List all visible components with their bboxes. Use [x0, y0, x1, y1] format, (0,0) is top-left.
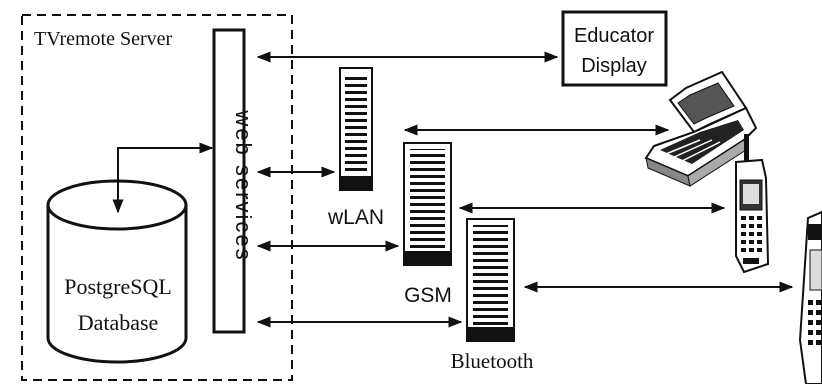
database-label-line2: Database [78, 310, 159, 335]
web-services-label: web services [231, 109, 256, 261]
wlan-server-tower [340, 68, 372, 190]
pda-icon [800, 212, 822, 384]
educator-display-line2: Display [581, 55, 647, 77]
wlan-label: wLAN [327, 206, 384, 229]
bluetooth-label: Bluetooth [451, 349, 534, 373]
gsm-server-tower [404, 143, 451, 265]
bluetooth-server-tower [467, 219, 514, 341]
mobile-phone-icon [736, 134, 768, 272]
database-label-line1: PostgreSQL [64, 274, 172, 299]
server-title: TVremote Server [34, 28, 173, 50]
educator-display-line1: Educator [574, 25, 654, 47]
gsm-label: GSM [404, 284, 452, 307]
